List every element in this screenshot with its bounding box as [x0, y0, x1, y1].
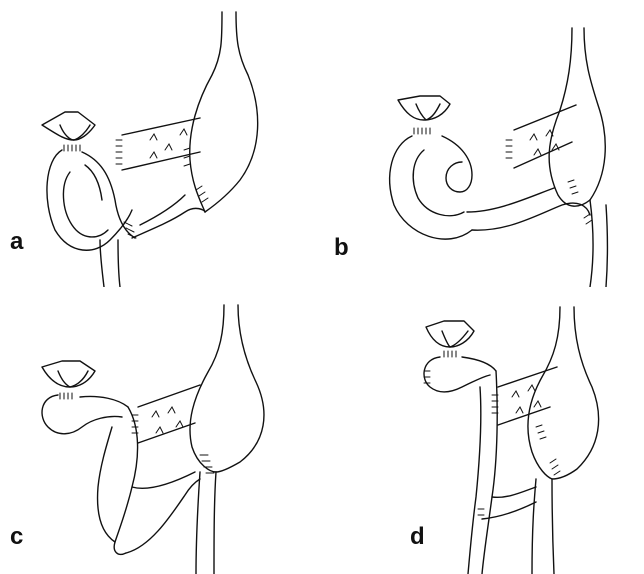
- panel-d-drawing: [322, 287, 644, 574]
- panel-label-a: a: [10, 230, 23, 254]
- panel-label-d: d: [410, 525, 425, 549]
- panel-c-drawing: [0, 287, 322, 574]
- panel-c: c: [0, 287, 322, 574]
- panel-label-c: c: [10, 525, 23, 549]
- panel-d: d: [322, 287, 644, 574]
- panel-a-drawing: [0, 0, 322, 287]
- panel-a: a: [0, 0, 322, 287]
- panel-b: b: [322, 0, 644, 287]
- panel-label-b: b: [334, 236, 349, 260]
- panel-b-drawing: [322, 0, 644, 287]
